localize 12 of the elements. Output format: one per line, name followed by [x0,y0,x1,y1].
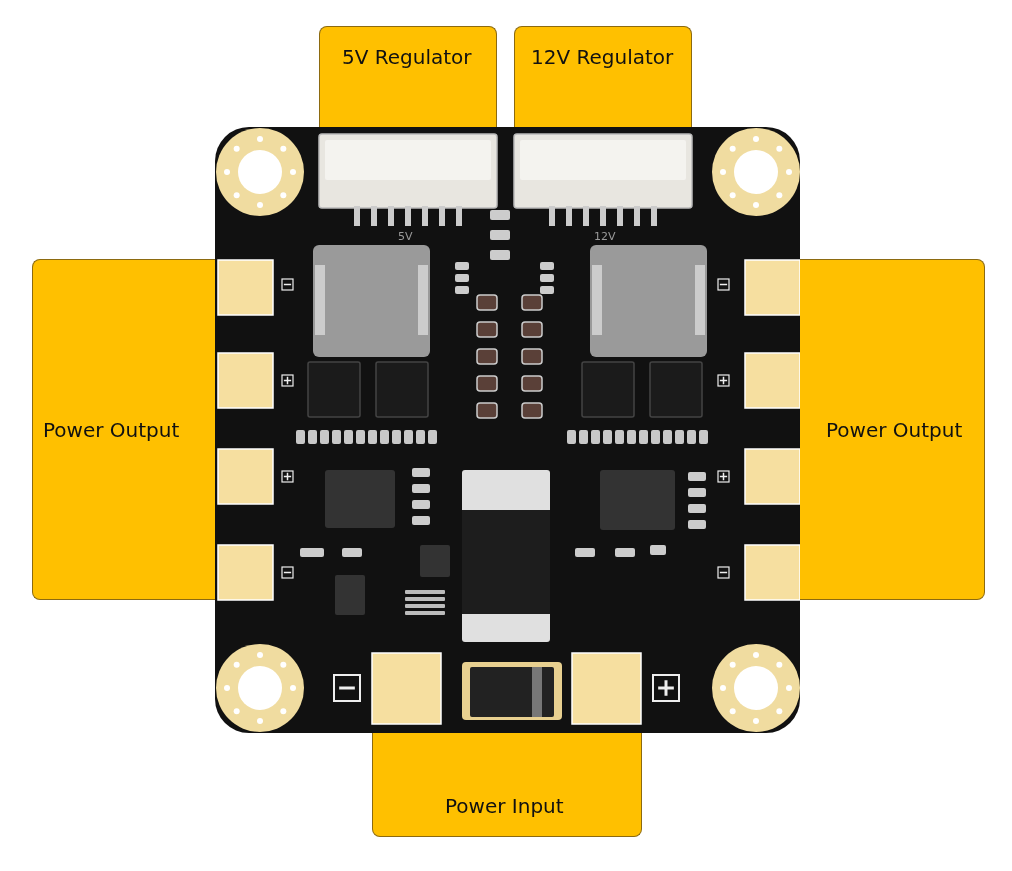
callout-label: 12V Regulator [531,45,674,69]
callout-box [32,259,215,600]
silkscreen-label: 5V [398,230,413,243]
callout-label: 5V Regulator [342,45,472,69]
callout-box [372,733,642,837]
callout-box [514,26,692,127]
callout-box [800,259,985,600]
callout-label: Power Output [43,418,180,442]
callout-box [319,26,497,127]
callout-label: Power Input [445,794,564,818]
callout-label: Power Output [826,418,963,442]
silkscreen-label: 12V [594,230,616,243]
